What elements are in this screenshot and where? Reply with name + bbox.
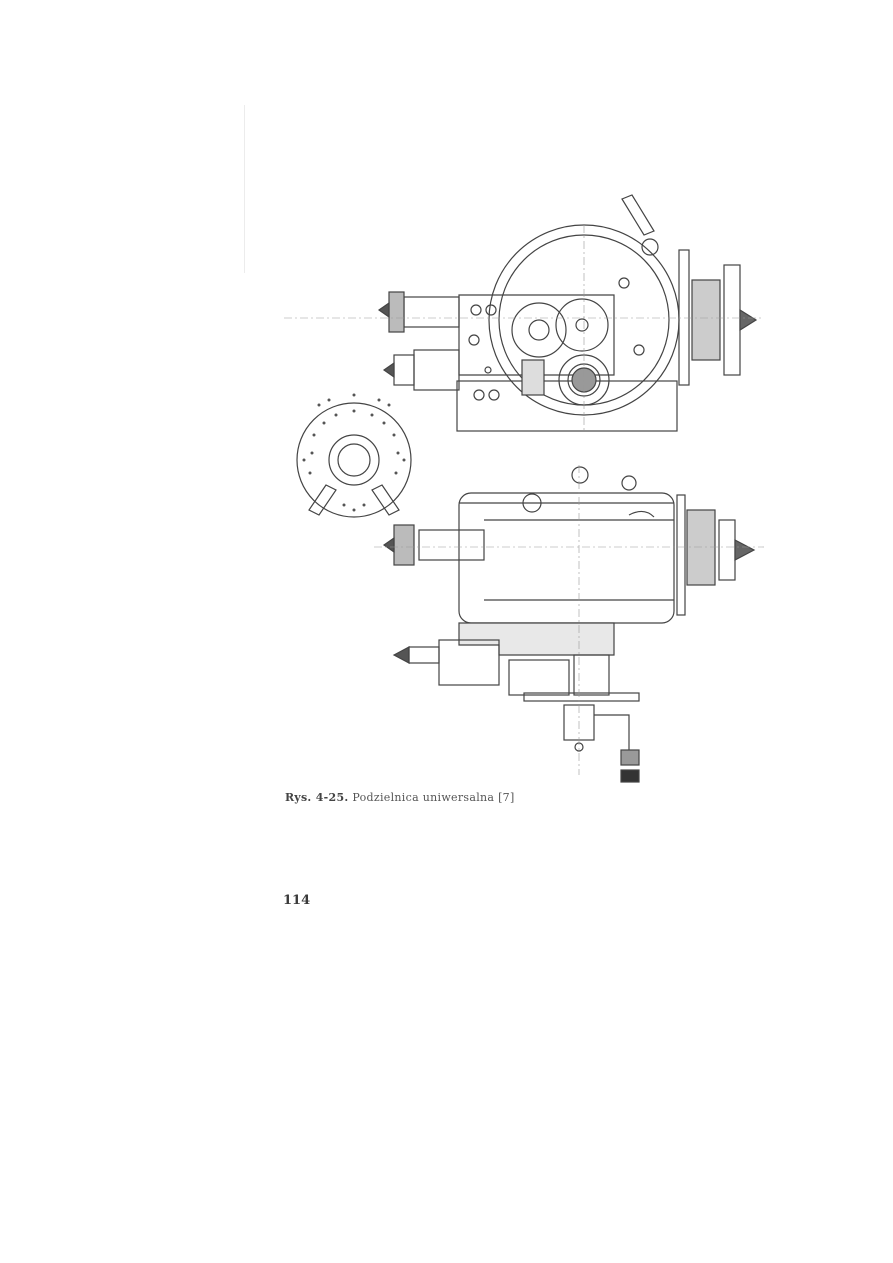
figure-reference: [7] (498, 791, 515, 804)
figure-label: Rys. 4-25. (285, 791, 349, 804)
figure-universal-dividing-head (284, 185, 764, 785)
page-number: 114 (283, 893, 311, 908)
index-plate-drawing (296, 393, 412, 518)
figure-title: Podzielnica uniwersalna (352, 791, 495, 804)
top-section-drawing (374, 465, 764, 783)
scan-margin-line (244, 105, 245, 273)
figure-caption: Rys. 4-25. Podzielnica uniwersalna [7] (285, 791, 515, 804)
side-view-drawing (284, 194, 764, 432)
